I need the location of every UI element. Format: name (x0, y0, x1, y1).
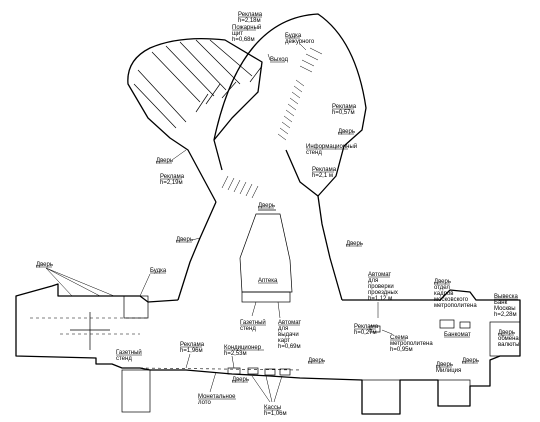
label-reklama-top: Реклама (238, 12, 263, 18)
label-dver-otdel: Дверь (434, 279, 451, 285)
label-avtomat2d: карт (278, 338, 290, 344)
label-dver-far-left: Дверь (36, 262, 53, 268)
label-info-stend2: стенд (306, 150, 322, 156)
label-skhema2: метрополитена (390, 341, 433, 347)
upper-vestibule-wall (213, 13, 367, 197)
label-dver-obmen: Дверь (498, 330, 515, 336)
label-reklama-low: Реклама (354, 324, 379, 330)
right-alcove (489, 321, 521, 357)
bottom-right-block (437, 379, 471, 407)
label-vyhod: Выход (270, 57, 288, 63)
label-dver-bottom: Дверь (232, 377, 249, 383)
label-monetnoe: Монетальное (198, 394, 236, 400)
label-reklama-low-h: h=0,27м (354, 330, 377, 336)
label-avtomat1: Автомат (368, 272, 391, 278)
label-vyveska3: Москвы (494, 306, 516, 312)
label-avtomat2: Автомат (278, 320, 301, 326)
label-pozharny: Пожарный (232, 24, 261, 31)
label-budka-left: Будка (150, 268, 167, 274)
right-corridor-wall (317, 195, 343, 301)
exit-hall-wall (127, 38, 263, 203)
label-otdel5: метрополитена (434, 303, 477, 309)
label-reklama-right-h: h=0,57м (332, 110, 355, 116)
label-budka2: дежурного (285, 39, 315, 45)
label-reklama-right: Реклама (332, 104, 357, 110)
label-reklama-left: Реклама (160, 174, 185, 180)
label-dver-militsia: Дверь (436, 362, 453, 368)
label-vyveska: Вывеска (494, 294, 519, 300)
label-dver-right-mid: Дверь (346, 241, 363, 247)
label-reklama-mid: Реклама (312, 167, 337, 173)
label-apteka: Аптека (258, 278, 278, 284)
label-avtomat1c: проверки (368, 284, 394, 290)
label-info-stend: Информационный (306, 143, 357, 150)
label-dver-left-up: Дверь (156, 158, 173, 164)
label-reklama-mid-h: h=2,1 м (312, 173, 333, 179)
label-avtomat1b: для (368, 278, 378, 284)
label-avtomat2b: для (278, 326, 288, 332)
label-militsia2: Милиция (436, 368, 461, 374)
label-skhema-h: h=0,95м (390, 347, 413, 353)
label-avtomat1d: проездных (368, 290, 398, 296)
label-dver-right: Дверь (338, 129, 355, 135)
label-dver-br: Дверь (462, 358, 479, 364)
label-avtomat2c: выдачи (278, 332, 299, 338)
label-obmen2: обмена (498, 336, 519, 342)
label-reklama-bl: Реклама (180, 342, 205, 348)
label-otdel3: кадров (434, 291, 453, 297)
bottom-mid-block (361, 379, 401, 415)
label-gazetny-left: Газетный (116, 349, 142, 356)
label-budka: Будка (285, 33, 302, 39)
label-pozharny-h: h=0,68м (232, 37, 255, 43)
label-dver-center: Дверь (258, 203, 275, 209)
turnstiles-upper (221, 47, 323, 199)
label-gazetny2: стенд (240, 326, 256, 332)
label-vyveska2: Банк (494, 300, 508, 306)
label-kassy-h: h=1,06м (264, 411, 287, 417)
label-pozharny2: щит (232, 31, 243, 37)
label-gazetny-left2: стенд (116, 356, 132, 362)
lower-fixtures (227, 319, 471, 376)
left-corridor-wall (177, 201, 217, 301)
lower-hall-guides (30, 312, 301, 371)
label-dver-bottom2: Дверь (308, 358, 325, 364)
label-kondicioner-h: h=2,53м (224, 351, 247, 357)
escalators (133, 39, 253, 129)
pharmacy-kiosk (239, 213, 293, 293)
label-otdel4: московского (434, 297, 469, 303)
left-booth (123, 295, 149, 319)
label-monetnoe2: лото (198, 400, 211, 406)
label-avtomat2-h: h=0,69м (278, 344, 301, 350)
bottom-left-block (121, 369, 151, 413)
label-kassy: Кассы (264, 405, 281, 411)
label-skhema: Схема (390, 335, 409, 341)
label-reklama-top-h: h=2,18м (238, 18, 261, 24)
label-reklama-bl-h: h=1,96м (180, 348, 203, 354)
label-avtomat1-h: h=1,12 м (368, 296, 392, 302)
label-kondicioner: Кондиционер (224, 345, 262, 351)
label-otdel2: отдел (434, 285, 450, 291)
label-bankomat: Банкомат (444, 332, 471, 338)
label-vyveska-h: h=2,28м (494, 312, 517, 318)
label-obmen3: валюты (498, 342, 519, 348)
label-dver-left-mid: Дверь (176, 237, 193, 243)
label-reklama-left-h: h=2,19м (160, 180, 183, 186)
pharmacy-base (241, 291, 291, 303)
walls (15, 13, 521, 415)
label-gazetny: Газетный (240, 319, 266, 326)
